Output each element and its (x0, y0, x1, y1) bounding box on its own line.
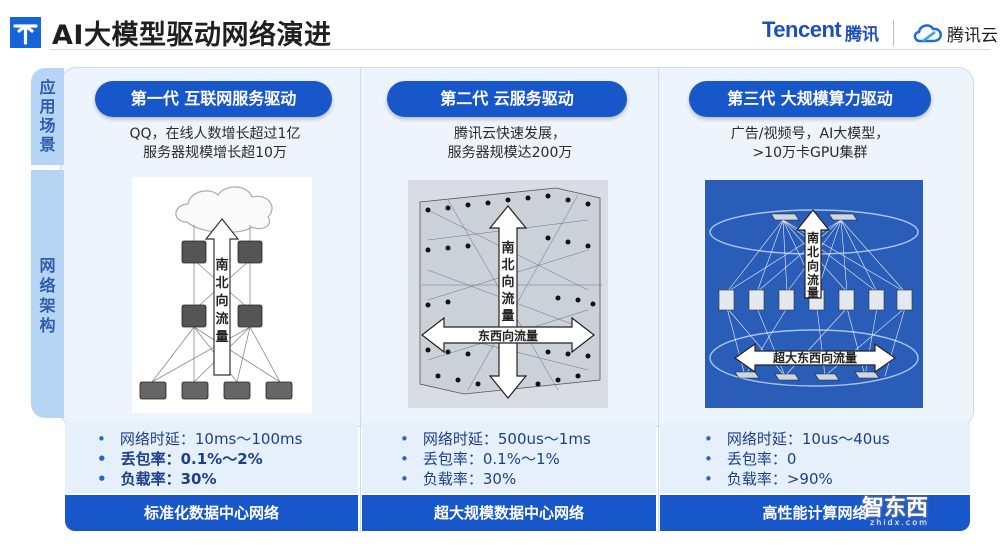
metric-text: 网络时延：500us～1ms (422, 430, 591, 448)
scenario-line: 服务器规模达200万 (447, 145, 573, 161)
vertical-label-char: 量 (501, 309, 514, 324)
vertical-label-char: 南 (807, 230, 819, 245)
vertical-label-char: 南 (501, 240, 514, 256)
north-south-arrow-icon (795, 209, 831, 299)
column-divider (658, 67, 659, 532)
gen3-title-button[interactable]: 第三代 大规模算力驱动 (689, 81, 931, 117)
vertical-label-char: 向 (501, 274, 514, 290)
vertical-label-char: 量 (807, 286, 819, 300)
side-char: 网 (39, 256, 56, 275)
tencent-cloud-icon (911, 20, 945, 50)
metric-text: 丢包率：0.1%～2% (120, 450, 263, 468)
north-south-arrow-icon (204, 218, 240, 376)
metric-text: 负载率：>90% (726, 470, 833, 488)
side-char: 用 (39, 97, 56, 116)
metric-item: •网络时延：10us～40us (704, 430, 890, 448)
vertical-label-char: 南 (215, 257, 228, 273)
vertical-label-char: 北 (501, 258, 514, 273)
scenario-line: >10万卡GPU集群 (752, 145, 868, 161)
gen2-footer: 超大规模数据中心网络 (362, 495, 656, 531)
north-south-arrow-icon (488, 205, 528, 399)
vertical-label-char: 流 (807, 272, 819, 287)
metric-text: 负载率：30% (422, 470, 517, 488)
scenario-line: 广告/视频号，AI大模型， (730, 126, 890, 142)
vertical-label-char: 向 (215, 293, 228, 309)
metric-item: •丢包率：0.1%～1% (400, 450, 560, 468)
side-char: 架 (39, 296, 56, 315)
metric-item: •负载率：30% (400, 470, 517, 488)
gen3-scenario: 广告/视频号，AI大模型， >10万卡GPU集群 (680, 125, 940, 163)
metric-item: •网络时延：10ms～100ms (97, 430, 303, 448)
vertical-label-char: 北 (807, 244, 819, 259)
scenario-line: 服务器规模增长超10万 (143, 145, 287, 161)
gen1-footer: 标准化数据中心网络 (65, 495, 358, 531)
metric-item: •丢包率：0 (704, 450, 797, 468)
scenario-line: QQ，在线人数增长超过1亿 (129, 126, 301, 142)
internet-cloud-icon (175, 186, 273, 234)
core-switch-icon (770, 213, 858, 221)
side-char: 构 (39, 316, 56, 335)
gen2-scenario: 腾讯云快速发展， 服务器规模达200万 (380, 125, 640, 163)
tencent-logo-text: Tencent (762, 17, 842, 42)
watermark-url: zhidx.com (870, 518, 929, 527)
vertical-label-char: 向 (807, 258, 819, 273)
gpu-server-icon (718, 289, 913, 311)
metric-item: •负载率：>90% (704, 470, 833, 488)
gen2-metrics: •网络时延：500us～1ms •丢包率：0.1%～1% •负载率：30% (362, 423, 656, 493)
logo-divider (893, 20, 894, 46)
east-west-arrow-icon (421, 316, 595, 354)
metric-item: •负载率：30% (97, 470, 217, 488)
vertical-label-char: 量 (215, 330, 228, 345)
core-switch-icon (181, 240, 263, 328)
gen3-footer: 高性能计算网络 (660, 495, 970, 531)
gen2-title-button[interactable]: 第二代 云服务驱动 (387, 81, 627, 117)
gen3-network-figure: 南 北 向 流 量 超大东西向流量 (705, 180, 923, 408)
column-divider (360, 67, 361, 532)
gen2-network-figure: 南 北 向 流 量 东西向流量 (408, 180, 608, 408)
side-char: 络 (39, 276, 56, 295)
metric-item: •丢包率：0.1%～2% (97, 450, 263, 468)
gen1-network-figure: 南 北 向 流 量 (132, 177, 312, 413)
tencent-cloud-text: 腾讯云 (947, 26, 998, 46)
gen1-metrics: •网络时延：10ms～100ms •丢包率：0.1%～2% •负载率：30% (65, 423, 358, 493)
horizontal-label: 超大东西向流量 (772, 350, 857, 365)
side-char: 场 (39, 116, 56, 135)
gen3-metrics: •网络时延：10us～40us •丢包率：0 •负载率：>90% (660, 423, 970, 493)
vertical-label-char: 流 (501, 291, 514, 307)
leaf-switch-icon (734, 371, 880, 381)
metric-text: 负载率：30% (120, 470, 217, 488)
scenario-line: 腾讯云快速发展， (454, 126, 566, 142)
side-label-scenario: 应 用 场 景 (31, 68, 64, 165)
side-char: 应 (39, 78, 56, 97)
side-label-architecture: 网 络 架 构 (31, 170, 64, 418)
gen1-scenario: QQ，在线人数增长超过1亿 服务器规模增长超10万 (85, 125, 345, 163)
metric-text: 网络时延：10us～40us (726, 430, 890, 448)
horizontal-label: 东西向流量 (478, 328, 538, 343)
tencent-logo-cn: 腾讯 (845, 25, 879, 45)
metric-text: 丢包率：0 (726, 450, 797, 468)
metric-text: 网络时延：10ms～100ms (119, 430, 303, 448)
vertical-label-char: 流 (215, 311, 228, 327)
header-divider (50, 49, 990, 50)
watermark-logo: 智东西 (862, 496, 929, 521)
access-switch-icon (139, 381, 293, 400)
side-char: 景 (39, 135, 56, 154)
metric-text: 丢包率：0.1%～1% (422, 450, 560, 468)
page-title: AI大模型驱动网络演进 (52, 20, 332, 51)
gen1-title-button[interactable]: 第一代 互联网服务驱动 (95, 81, 332, 117)
east-west-arrow-icon (733, 342, 897, 374)
vertical-label-char: 北 (215, 276, 228, 291)
metric-item: •网络时延：500us～1ms (400, 430, 591, 448)
title-logo-icon (10, 17, 41, 48)
